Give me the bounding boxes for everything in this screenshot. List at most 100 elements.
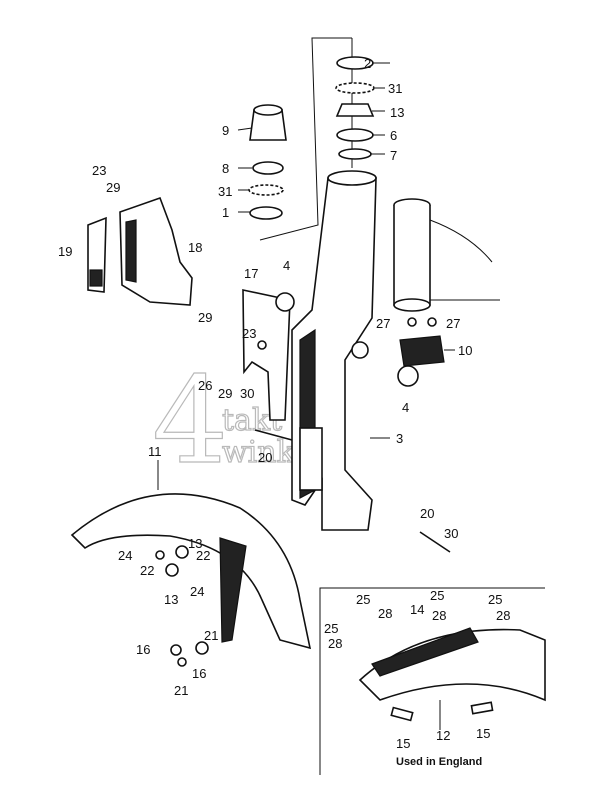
callout-25c: 25 xyxy=(488,592,502,607)
callout-27b: 27 xyxy=(446,316,460,331)
callout-6: 7 xyxy=(390,148,397,163)
bolt-27a xyxy=(407,317,417,327)
callout-15b: 15 xyxy=(476,726,490,741)
callout-1: 1 xyxy=(222,205,229,220)
callout-11: 11 xyxy=(148,444,162,459)
callout-4: 4 xyxy=(283,258,290,273)
rear-mudguard xyxy=(358,628,546,702)
callout-26: 26 xyxy=(198,378,212,393)
callout-2: 2 xyxy=(364,56,371,71)
nut-4 xyxy=(397,365,419,387)
callout-3: 3 xyxy=(396,431,403,446)
callout-7: 8 xyxy=(222,161,229,176)
mudguard-stay xyxy=(219,537,247,643)
callout-20b: 20 xyxy=(420,506,434,521)
callout-8: 13 xyxy=(390,105,404,120)
callout-30: 30 xyxy=(240,386,254,401)
cover-plate xyxy=(242,289,291,421)
callout-23: 23 xyxy=(92,163,106,178)
race-part xyxy=(335,103,375,117)
hw-13 xyxy=(175,545,189,559)
callout-25d: 25 xyxy=(324,621,338,636)
callout-16b: 16 xyxy=(192,666,206,681)
bolt-20-upper xyxy=(254,429,293,441)
callout-28b: 28 xyxy=(432,608,446,623)
fork-tube xyxy=(393,198,500,312)
callout-29b: 29 xyxy=(198,310,212,325)
callout-17: 17 xyxy=(244,266,258,281)
cover-bush xyxy=(275,292,295,312)
callout-28a: 28 xyxy=(378,606,392,621)
tube-bottom xyxy=(393,298,431,312)
callout-22: 22 xyxy=(140,563,154,578)
hw-22 xyxy=(165,563,179,577)
fork-steerer-top xyxy=(327,170,377,186)
bracket-block xyxy=(399,335,445,367)
callouts: 2 31 13 6 7 9 8 31 1 23 29 19 18 17 4 29… xyxy=(58,56,510,751)
callout-31b: 31 xyxy=(218,184,232,199)
callout-22b: 22 xyxy=(196,548,210,563)
hw-21 xyxy=(177,657,187,667)
washer-part xyxy=(336,128,374,142)
callout-25a: 25 xyxy=(356,592,370,607)
watermark-digit: 4 xyxy=(152,352,228,491)
shield-shade xyxy=(125,219,137,283)
fork-pivot xyxy=(351,341,369,359)
callout-28c: 28 xyxy=(496,608,510,623)
hw-16 xyxy=(170,644,182,656)
callout-25b: 25 xyxy=(430,588,444,603)
head-nut-top xyxy=(253,104,283,116)
leg-shield xyxy=(87,196,193,306)
callout-9: 9 xyxy=(222,123,229,138)
callout-24b: 24 xyxy=(190,584,204,599)
tube-body xyxy=(393,205,431,306)
cover-hole xyxy=(257,340,267,350)
bolt-20-lower xyxy=(419,531,451,553)
callout-4b: 4 xyxy=(402,400,409,415)
ball-ring-left xyxy=(248,184,284,196)
hw-24 xyxy=(155,550,165,560)
callout-12: 12 xyxy=(436,728,450,743)
callout-24: 24 xyxy=(118,548,132,563)
badge-emblem xyxy=(89,269,103,287)
callout-27a: 27 xyxy=(376,316,390,331)
callout-28d: 28 xyxy=(328,636,342,651)
callout-23b: 23 xyxy=(242,326,256,341)
cup-part xyxy=(252,161,284,175)
leader-lines xyxy=(157,62,455,730)
callout-14: 14 xyxy=(410,602,424,617)
inset-border xyxy=(319,587,545,775)
tube-leader-top xyxy=(429,219,493,263)
lower-cone-part xyxy=(249,206,283,220)
front-fork xyxy=(291,170,377,531)
hw-16b xyxy=(195,641,209,655)
inset-box xyxy=(319,587,546,775)
bolt-27b xyxy=(427,317,437,327)
mudguard-part xyxy=(70,493,312,650)
callout-31: 31 xyxy=(388,81,402,96)
callout-13b: 13 xyxy=(164,592,178,607)
callout-18: 18 xyxy=(188,240,202,255)
shield-part xyxy=(119,196,193,306)
callout-30b: 30 xyxy=(444,526,458,541)
rear-mudguard-stay xyxy=(371,627,479,677)
clip-15a xyxy=(390,706,414,722)
headlamp-bracket xyxy=(397,317,445,387)
callout-29c: 29 xyxy=(218,386,232,401)
callout-10: 10 xyxy=(458,343,472,358)
fork-spring-housing xyxy=(299,427,323,491)
callout-16: 16 xyxy=(136,642,150,657)
inset-caption: Used in England xyxy=(396,756,482,768)
steering-stack-right xyxy=(335,56,375,160)
callout-13: 13 xyxy=(188,536,202,551)
callout-5: 6 xyxy=(390,128,397,143)
fender-hardware xyxy=(155,545,209,667)
callout-21: 21 xyxy=(204,628,218,643)
steering-guide-line xyxy=(259,37,352,241)
front-mudguard xyxy=(70,493,312,650)
ball-ring-part xyxy=(335,82,375,94)
callout-19: 19 xyxy=(58,244,72,259)
callout-21b: 21 xyxy=(174,683,188,698)
